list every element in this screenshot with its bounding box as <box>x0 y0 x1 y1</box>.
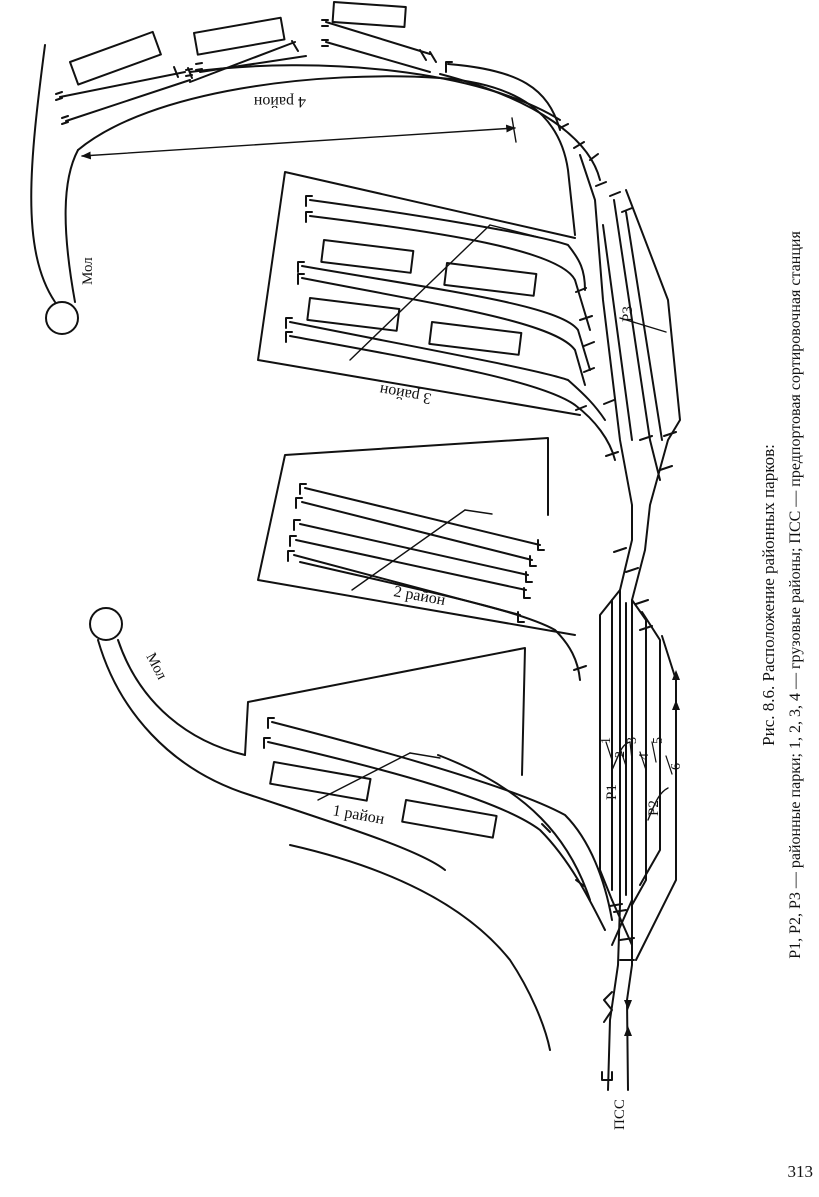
district-4-track-d <box>189 41 296 83</box>
district-1-outline <box>244 647 526 776</box>
flow-arrows <box>624 670 680 1036</box>
district-3-warehouse-2 <box>443 262 538 297</box>
district-1-lead <box>437 754 591 901</box>
district-2-track-4 <box>295 539 527 591</box>
district-2-track-1 <box>304 487 541 546</box>
pss-stop <box>601 1071 613 1081</box>
district-4-track-c <box>189 64 561 121</box>
district-3-track-4 <box>301 277 586 386</box>
district-1-switch-ticks <box>541 823 585 887</box>
district-2-leader <box>351 509 466 591</box>
caption-title: Рис. 8.6. Расположение районных парков: <box>759 444 778 746</box>
district-1-track-2 <box>267 741 606 931</box>
park-p3-track-1 <box>602 224 633 441</box>
district-1-track-1 <box>271 721 613 921</box>
district-3-leader-cap <box>489 224 539 238</box>
lower-mole-lower-edge <box>97 639 446 871</box>
district-1-area <box>89 607 613 1051</box>
park-p2-label: P2 <box>646 800 662 816</box>
track-number-2: 2 <box>613 751 628 758</box>
track-number-4: 4 <box>637 753 652 760</box>
upper-mole-outline <box>30 44 56 303</box>
upper-mole-label: Мол <box>80 257 96 285</box>
district-2-lead <box>299 561 581 681</box>
park-p2-right <box>635 635 677 961</box>
district-2-area <box>257 437 587 681</box>
station-label: ПСС <box>612 1099 628 1130</box>
district-4-track-g <box>325 41 431 73</box>
district-4-track-b <box>65 79 191 122</box>
district-3-outline <box>257 171 581 416</box>
lower-mole-label: Мол <box>142 650 169 682</box>
district-3-track-3 <box>301 265 591 371</box>
park-p2-left <box>639 611 661 886</box>
district-4-warehouse-3 <box>331 1 407 28</box>
district-4-warehouse-2 <box>193 16 286 56</box>
district-4-track-e <box>199 55 307 73</box>
crossover-lower <box>611 899 633 946</box>
lower-mole-head <box>89 607 123 641</box>
pss-zigzag <box>603 991 613 1023</box>
district-2-stops <box>287 483 545 623</box>
district-3-switch-ticks <box>575 287 619 457</box>
district-4-track-f <box>325 21 431 55</box>
track-number-3: 3 <box>625 737 640 744</box>
park-p3-track-2 <box>613 199 661 481</box>
park-p1-left <box>599 589 621 901</box>
district-4-track-a <box>59 71 186 98</box>
district-4-span-arrow <box>81 124 516 160</box>
district-2-track-2 <box>301 501 533 561</box>
park-p3-label: P3 <box>620 306 636 322</box>
district-4-quay-line <box>77 75 576 236</box>
district-3-warehouse-3 <box>306 297 401 332</box>
district-3-track-6 <box>289 335 616 461</box>
throat-switch-ticks <box>595 181 677 961</box>
track-number-6: 6 <box>669 763 684 770</box>
district-3-stops <box>285 195 313 343</box>
district-2-switch-ticks <box>573 665 587 671</box>
district-4-warehouse-1 <box>69 30 162 86</box>
district-1-stops <box>263 717 275 749</box>
district-1-leader <box>317 752 411 801</box>
caption-legend: P1, P2, P3 — районные парки; 1, 2, 3, 4 … <box>787 231 804 959</box>
upper-mole-head <box>45 301 79 335</box>
main-line-right <box>625 189 681 1091</box>
district-4-track-h <box>447 63 561 131</box>
lower-mole-upper-edge <box>117 639 246 756</box>
track-number-5: 5 <box>651 737 666 744</box>
track-number-ticks <box>605 741 673 775</box>
district-4-span-tick <box>511 117 517 143</box>
district-3-warehouse-1 <box>320 239 415 274</box>
district-2-leader-cap <box>464 509 493 515</box>
district-3-area <box>257 171 619 461</box>
district-1-warehouse-2 <box>401 799 498 839</box>
district-3-leader <box>349 224 491 361</box>
district-4-label: 4 район <box>253 93 306 110</box>
park-p2-leader <box>647 787 669 821</box>
park-p1-label: P1 <box>604 784 620 800</box>
park-p3-leader <box>619 317 667 333</box>
district-1-warehouse-1 <box>269 761 372 802</box>
district-4-switch-ticks <box>173 40 599 161</box>
district-4-track-i <box>439 73 601 181</box>
track-number-1: 1 <box>599 737 614 744</box>
district-2-outline <box>257 437 576 636</box>
district-2-track-3 <box>299 523 529 576</box>
district-4-area <box>30 1 601 335</box>
district-1-leader-cap <box>409 752 441 759</box>
lower-coastline <box>289 844 551 1051</box>
page-number: 313 <box>787 1162 814 1181</box>
main-throat <box>579 154 681 1091</box>
district-3-track-2 <box>309 215 591 331</box>
district-3-track-1 <box>309 199 586 291</box>
park-p1-right <box>631 599 647 906</box>
upper-mole-inner-outline <box>64 149 79 303</box>
district-3-warehouse-4 <box>428 321 523 356</box>
district-3-track-5 <box>289 321 606 421</box>
main-line-left <box>579 154 633 1091</box>
